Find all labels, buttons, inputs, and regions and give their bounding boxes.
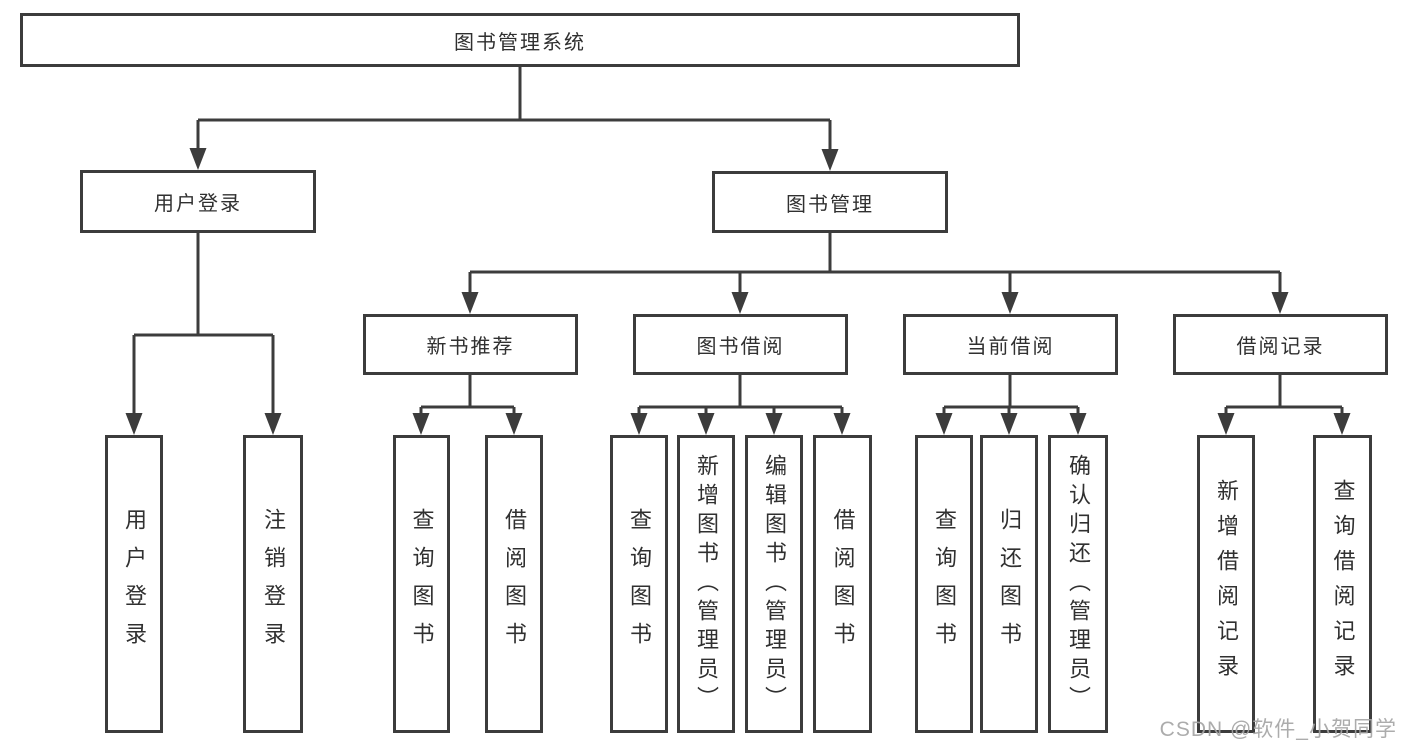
node-label: 确认归还（管理员） [1066,453,1091,715]
node-label: 图书借阅 [696,336,785,358]
node-label: 归还图书 [997,508,1022,660]
node-label: 查询借阅记录 [1330,479,1356,689]
node-label: 图书管理系统 [454,31,586,54]
node-label: 查询图书 [932,508,957,660]
node-label: 注销登录 [261,508,286,660]
connector-path [132,67,1344,417]
csdn-watermark: CSDN @软件_小贺同学 [1159,718,1397,741]
leaf-search-borrow-record: 查询借阅记录 [1313,435,1372,733]
node-label: 新增图书（管理员） [694,453,719,715]
leaf-confirm-return-admin: 确认归还（管理员） [1048,435,1108,733]
leaf-add-borrow-record: 新增借阅记录 [1197,435,1255,733]
leaf-search-books-1: 查询图书 [393,435,450,733]
leaf-add-book-admin: 新增图书（管理员） [677,435,735,733]
node-borrow-records: 借阅记录 [1173,314,1388,375]
leaf-borrow-books-1: 借阅图书 [485,435,543,733]
node-book-management: 图书管理 [712,171,948,233]
node-label: 当前借阅 [966,336,1055,358]
leaf-return-book: 归还图书 [980,435,1038,733]
node-user-login: 用户登录 [80,170,316,233]
node-new-book-recommend: 新书推荐 [363,314,578,375]
node-label: 借阅图书 [502,508,527,660]
node-label: 借阅图书 [830,508,856,660]
node-label: 新书推荐 [426,336,515,358]
node-label: 编辑图书（管理员） [762,453,787,715]
leaf-borrow-books-2: 借阅图书 [813,435,872,733]
node-label: 图书管理 [786,193,874,216]
leaf-logout: 注销登录 [243,435,303,733]
node-label: 借阅记录 [1236,336,1325,358]
leaf-edit-book-admin: 编辑图书（管理员） [745,435,803,733]
node-label: 查询图书 [627,508,652,660]
node-label: 新增借阅记录 [1214,479,1239,689]
node-label: 查询图书 [409,508,435,660]
node-current-borrow: 当前借阅 [903,314,1118,375]
leaf-search-books-2: 查询图书 [610,435,668,733]
node-label: 用户登录 [154,193,242,215]
leaf-search-books-3: 查询图书 [915,435,973,733]
node-book-borrow: 图书借阅 [633,314,848,375]
leaf-user-login: 用户登录 [105,435,163,733]
node-label: 用户登录 [122,508,147,660]
node-root: 图书管理系统 [20,13,1020,67]
